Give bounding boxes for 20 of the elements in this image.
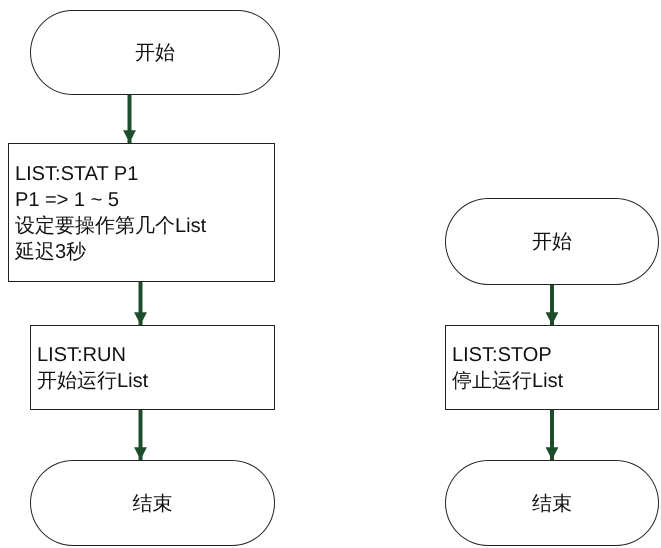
arrow bbox=[134, 410, 147, 460]
process-text: 延迟3秒 bbox=[15, 240, 88, 264]
arrow bbox=[546, 285, 558, 325]
process-box bbox=[445, 325, 659, 410]
arrow bbox=[123, 95, 136, 143]
process-text: LIST:RUN bbox=[37, 342, 127, 368]
process-text: LIST:STAT P1 bbox=[15, 162, 140, 186]
process-text: 设定要操作第几个List bbox=[15, 214, 208, 238]
terminal-label: 开始 bbox=[135, 41, 175, 66]
process-text: P1 => 1 ~ 5 bbox=[15, 188, 120, 212]
process-box bbox=[8, 143, 275, 282]
terminal-label: 结束 bbox=[532, 492, 572, 516]
process-text: LIST:STOP bbox=[452, 342, 553, 368]
arrow bbox=[134, 282, 147, 325]
arrow bbox=[546, 410, 558, 460]
process-text: 停止运行List bbox=[452, 368, 564, 394]
process-box bbox=[30, 325, 275, 410]
terminal-label: 结束 bbox=[132, 492, 172, 516]
terminal-label: 开始 bbox=[532, 230, 572, 255]
process-text: 开始运行List bbox=[37, 368, 150, 394]
